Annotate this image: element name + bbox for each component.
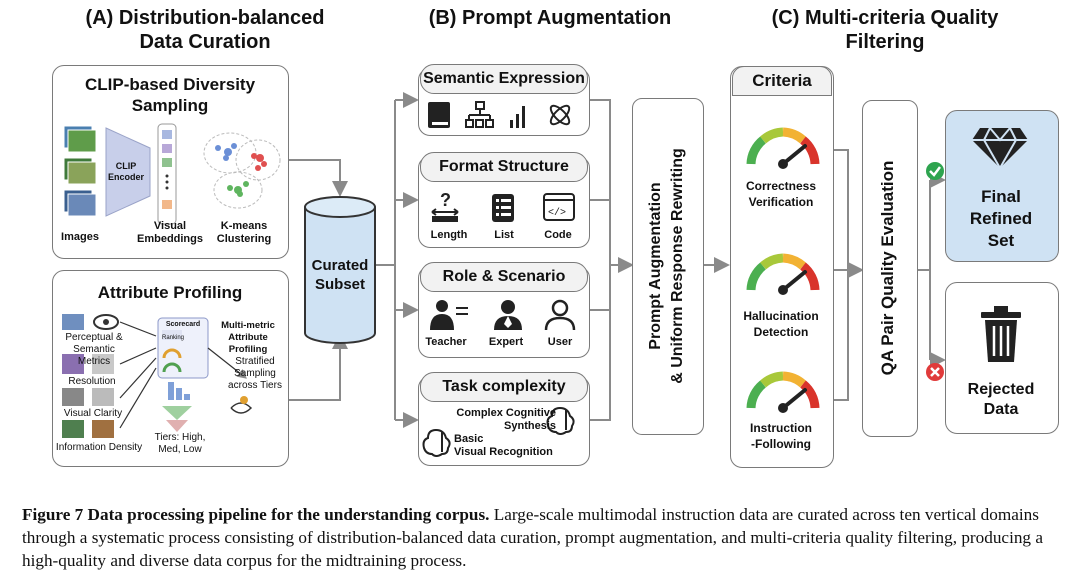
qa-eval-label: QA Pair Quality Evaluation — [878, 160, 897, 376]
attribute-graphic — [62, 314, 253, 438]
task-icons — [422, 406, 575, 457]
gauge-icon-correctness — [746, 127, 820, 169]
multi-metric-label: Multi-metric Attribute Profiling — [221, 320, 275, 355]
criteria-correctness: Correctness Verification — [745, 179, 817, 209]
gauge-icon-instruction — [746, 371, 820, 413]
caption-label: Figure 7 Data processing pipeline for th… — [22, 505, 490, 524]
task-complexity-title: Task complexity — [420, 372, 588, 402]
format-list-label: List — [494, 229, 514, 241]
semantic-expression-title: Semantic Expression — [420, 64, 588, 94]
qa-eval-box — [862, 100, 918, 437]
figure-caption: Figure 7 Data processing pipeline for th… — [22, 503, 1062, 572]
check-icon — [926, 162, 944, 180]
tiers-label: Tiers: High, Med, Low — [154, 432, 206, 455]
svg-text:?: ? — [440, 190, 451, 210]
gauge-icon-hallucination — [746, 253, 820, 295]
section-c-title: (C) Multi-criteria Quality Filtering — [771, 7, 999, 53]
format-length-label: Length — [430, 229, 468, 241]
role-user-label: User — [547, 336, 573, 348]
caption-text: Large-scale multimodal instruction data … — [22, 505, 1043, 570]
metric-info-density: Information Density — [55, 442, 143, 453]
metric-visual-clarity: Visual Clarity — [63, 408, 123, 419]
rewrite-label: Prompt Augmentation & Uniform Response R… — [647, 148, 686, 384]
visual-embeddings-label: Visual Embeddings — [136, 220, 203, 245]
images-label: Images — [61, 231, 99, 243]
metric-resolution: Resolution — [68, 376, 116, 387]
trash-icon — [981, 306, 1021, 362]
curated-subset-label: Curated Subset — [311, 257, 369, 293]
metric-perceptual: Perceptual & Semantic Metrics — [65, 332, 123, 367]
criteria-instruction: Instruction -Following — [750, 421, 812, 451]
final-set-label: Final Refined Set — [969, 187, 1033, 250]
rejected-label: Rejected Data — [967, 381, 1035, 418]
task-basic-label: Basic Visual Recognition — [454, 433, 553, 458]
clip-box-title: CLIP-based Diversity Sampling — [84, 75, 256, 115]
scorecard-label: Scorecard — [165, 321, 201, 328]
role-scenario-title: Role & Scenario — [420, 262, 588, 292]
kmeans-label: K-means Clustering — [216, 220, 272, 245]
section-a-title: (A) Distribution-balanced Data Curation — [85, 7, 325, 53]
semantic-icons — [428, 101, 571, 128]
clip-encoder-label: CLIP Encoder — [107, 161, 144, 182]
attribute-box-title: Attribute Profiling — [97, 283, 243, 302]
format-icons: ? </> — [431, 190, 575, 222]
section-b-title: (B) Prompt Augmentation — [428, 7, 672, 29]
connector-arrows — [288, 92, 946, 428]
role-teacher-label: Teacher — [425, 336, 467, 348]
role-expert-label: Expert — [488, 336, 524, 348]
format-code-label: Code — [544, 229, 572, 241]
clip-pipeline-graphic — [63, 123, 281, 225]
diamond-icon — [972, 127, 1028, 169]
ranking-label: Ranking — [161, 335, 184, 341]
svg-text:</>: </> — [548, 207, 566, 219]
format-structure-title: Format Structure — [420, 152, 588, 182]
stratified-label: Stratified Sampling across Tiers — [228, 356, 282, 391]
task-complex-label: Complex Cognitive Synthesis — [456, 407, 556, 432]
rewrite-box — [632, 98, 704, 435]
curated-cylinder — [304, 196, 376, 344]
criteria-title: Criteria — [732, 66, 832, 96]
reject-x-icon — [926, 363, 944, 381]
criteria-hallucination: Hallucination Detection — [743, 309, 819, 339]
role-icons — [430, 299, 576, 331]
